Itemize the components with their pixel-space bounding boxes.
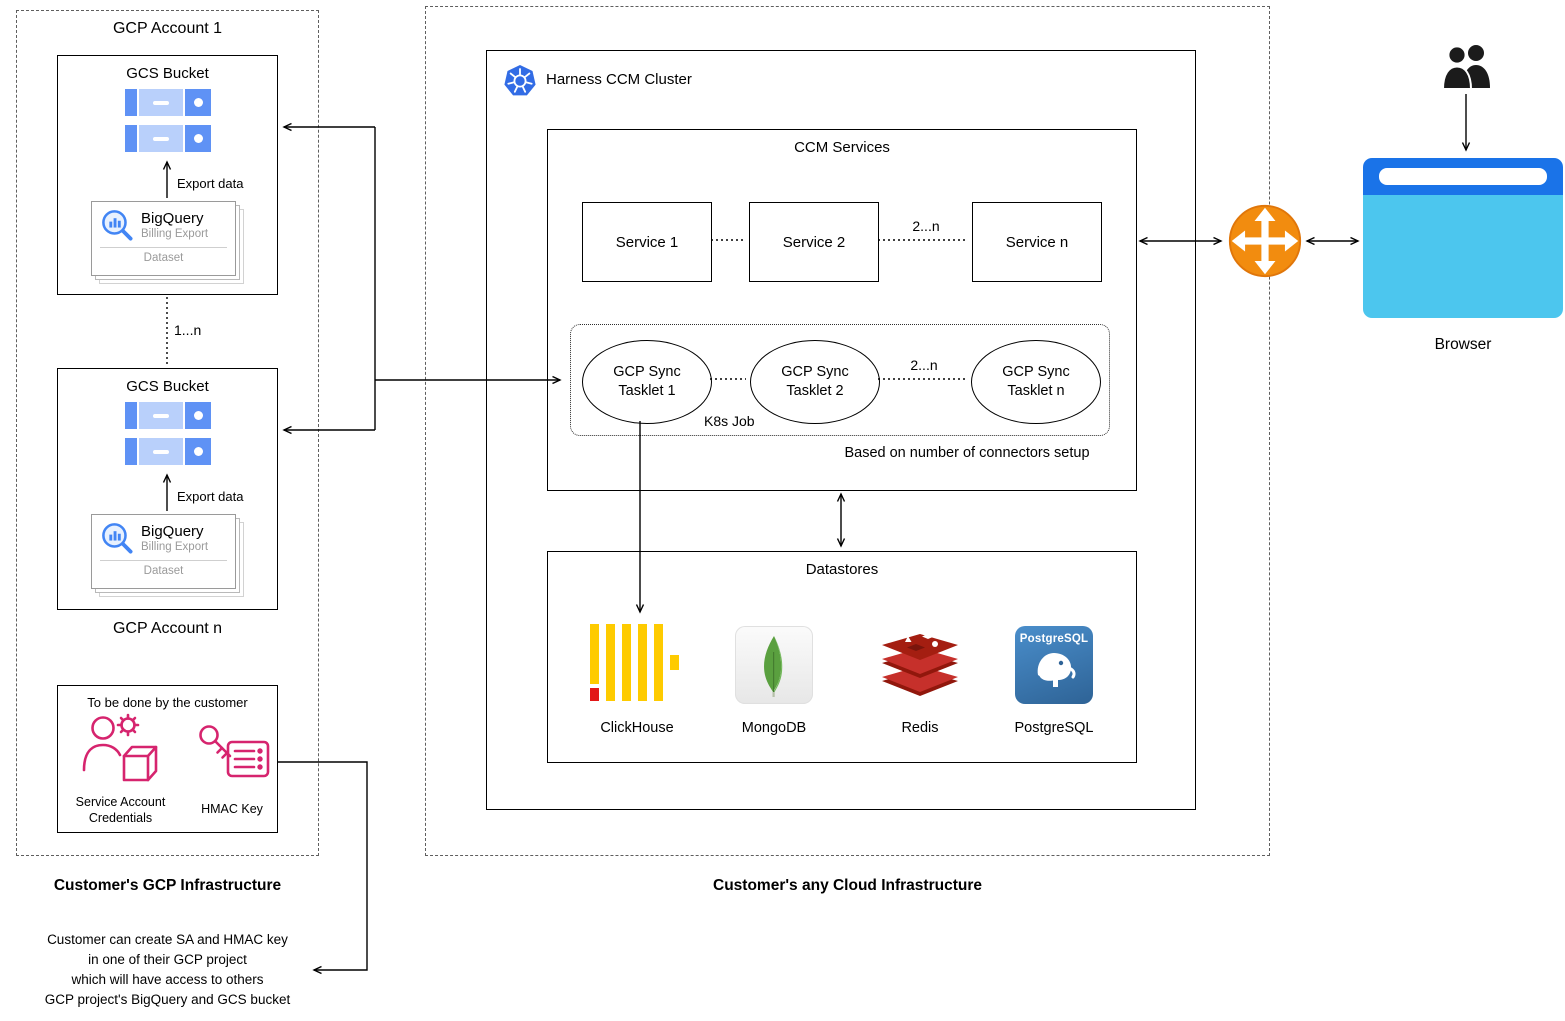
customer-note: Customer can create SA and HMAC key in o… xyxy=(44,932,291,1007)
gcp-account-n-label: GCP Account n xyxy=(112,620,223,637)
gcs-bucket-icon xyxy=(125,89,211,161)
ccm-services-box: CCM Services Service 1 Service 2 Service… xyxy=(547,129,1137,491)
export-data-label: Export data xyxy=(177,176,244,191)
cloud-infrastructure-footer: Customer's any Cloud Infrastructure xyxy=(713,877,982,894)
customer-todo-title: To be done by the customer xyxy=(87,695,248,710)
bigquery-name: BigQuery xyxy=(141,209,204,227)
users-icon xyxy=(1441,45,1490,90)
kubernetes-icon xyxy=(504,65,536,96)
bigquery-card: BigQuery Billing Export Dataset xyxy=(91,201,244,284)
postgresql-icon: PostgreSQL xyxy=(1015,626,1093,704)
gcs-bucket-box-n: GCS Bucket Export data BigQ xyxy=(57,368,278,610)
browser-header xyxy=(1363,158,1563,195)
service-account-credentials-icon xyxy=(82,713,158,782)
dataset-label: Dataset xyxy=(143,565,184,577)
clickhouse-icon xyxy=(590,624,682,704)
postgresql-icon-text: PostgreSQL xyxy=(1019,633,1089,645)
connectors-note: Based on number of connectors setup xyxy=(844,445,1090,461)
browser-label: Browser xyxy=(1434,336,1492,353)
service-n-box: Service n xyxy=(972,202,1102,282)
gcp-infrastructure-footer: Customer's GCP Infrastructure xyxy=(53,877,282,894)
tasklets-range-label: 2...n xyxy=(910,357,938,373)
export-data-label: Export data xyxy=(177,489,244,504)
billing-export-label: Billing Export xyxy=(141,540,209,553)
service-1-box: Service 1 xyxy=(582,202,712,282)
bigquery-icon xyxy=(102,210,133,241)
postgresql-label: PostgreSQL xyxy=(1014,720,1094,736)
bigquery-icon xyxy=(102,523,133,554)
redis-label: Redis xyxy=(901,720,939,736)
card-divider xyxy=(100,560,227,561)
ccm-services-title: CCM Services xyxy=(794,139,890,156)
mongodb-label: MongoDB xyxy=(741,720,807,736)
router-icon xyxy=(1228,204,1302,278)
mongodb-icon xyxy=(735,626,813,704)
datastores-box: Datastores xyxy=(547,551,1137,763)
card-divider xyxy=(100,247,227,248)
gcp-infrastructure-region xyxy=(16,10,319,856)
gcp-account-1-label: GCP Account 1 xyxy=(112,20,223,37)
customer-todo-box: To be done by the customer xyxy=(57,685,278,833)
dataset-label: Dataset xyxy=(143,252,184,264)
gcs-bucket-title: GCS Bucket xyxy=(126,65,209,82)
bigquery-name: BigQuery xyxy=(141,522,204,540)
service-account-label: Service Account Credentials xyxy=(75,795,166,825)
gcs-bucket-title: GCS Bucket xyxy=(126,378,209,395)
cloud-infrastructure-region xyxy=(425,6,1270,856)
hmac-key-icon xyxy=(199,725,270,778)
cluster-title: Harness CCM Cluster xyxy=(546,71,692,88)
bucket-range-label: 1...n xyxy=(174,322,202,338)
gcs-bucket-box-1: GCS Bucket Export data BigQ xyxy=(57,55,278,295)
billing-export-label: Billing Export xyxy=(141,227,209,240)
datastores-title: Datastores xyxy=(805,561,879,578)
browser-icon xyxy=(1363,158,1563,318)
browser-address-bar xyxy=(1379,168,1547,185)
clickhouse-label: ClickHouse xyxy=(600,720,674,736)
browser-body xyxy=(1363,195,1563,318)
gcs-bucket-icon xyxy=(125,402,211,474)
service-2-box: Service 2 xyxy=(749,202,879,282)
bigquery-card: BigQuery Billing Export Dataset xyxy=(91,514,244,597)
redis-icon xyxy=(882,634,958,696)
k8s-job-label: K8s Job xyxy=(704,413,755,429)
hmac-key-label: HMAC Key xyxy=(201,802,263,816)
harness-ccm-cluster-box: Harness CCM Cluster CCM Services Service… xyxy=(486,50,1196,810)
services-range-label: 2...n xyxy=(912,218,940,234)
